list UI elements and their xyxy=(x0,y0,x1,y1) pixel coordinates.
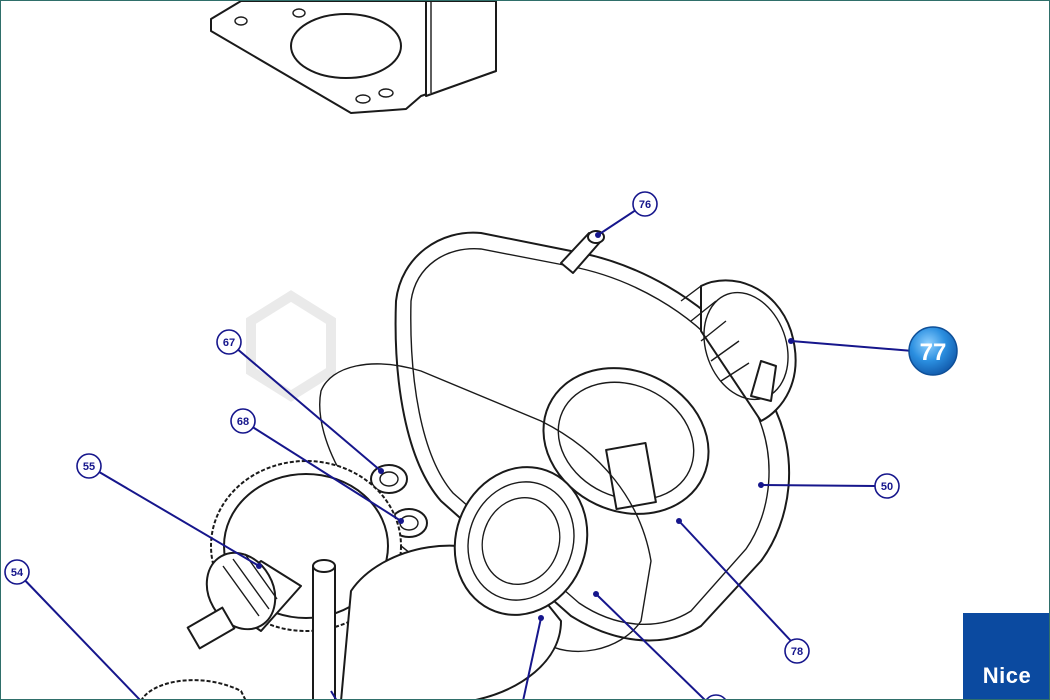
callout-54[interactable]: 54 xyxy=(4,559,30,585)
callout-68-label: 68 xyxy=(237,416,249,428)
callout-partial[interactable] xyxy=(704,694,728,700)
gearbox-housing xyxy=(394,231,797,642)
callout-78-label: 78 xyxy=(791,646,803,658)
callout-78[interactable]: 78 xyxy=(784,638,810,664)
callout-50[interactable]: 50 xyxy=(874,473,900,499)
callout-54-label: 54 xyxy=(11,567,24,579)
callout-77[interactable]: 77 xyxy=(908,326,958,376)
leader-lines xyxy=(16,203,914,699)
callout-76[interactable]: 76 xyxy=(632,191,658,217)
bottom-gear xyxy=(141,679,247,699)
shaft-pin xyxy=(312,559,336,699)
callout-68[interactable]: 68 xyxy=(230,408,256,434)
callout-76-label: 76 xyxy=(639,199,651,211)
callout-50-label: 50 xyxy=(881,481,893,493)
watermark xyxy=(246,290,336,402)
callout-55[interactable]: 55 xyxy=(76,453,102,479)
callout-67[interactable]: 67 xyxy=(216,329,242,355)
cylinder-body xyxy=(340,466,589,699)
callout-55-label: 55 xyxy=(83,461,95,473)
callout-67-label: 67 xyxy=(223,337,235,349)
mounting-bracket xyxy=(210,1,497,114)
brand-logo: Nice xyxy=(963,613,1049,699)
callout-77-label: 77 xyxy=(920,339,947,366)
